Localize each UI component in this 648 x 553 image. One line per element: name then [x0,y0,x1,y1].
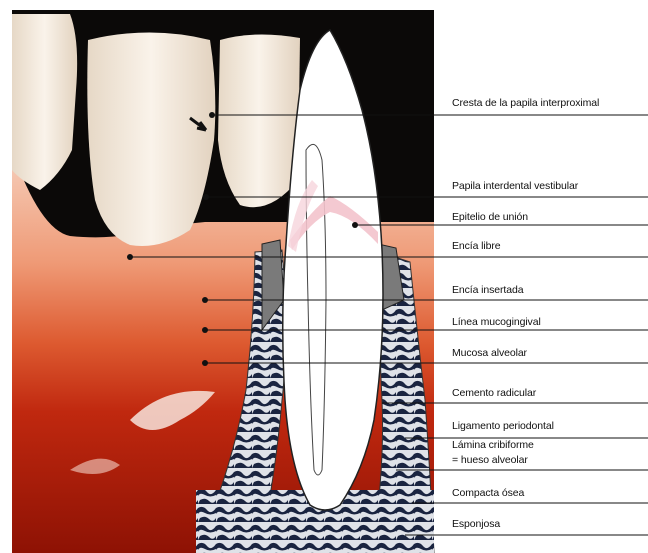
label-compact-bone: Compacta ósea [452,487,524,499]
central-tooth [87,33,215,247]
label-papilla-crest: Cresta de la papila interproximal [452,97,599,109]
right-tooth-photo [218,34,300,207]
label-attached-gingiva: Encía insertada [452,284,523,296]
label-spongy-bone: Esponjosa [452,518,500,530]
label-periodontal-ligament: Ligamento periodontal [452,420,554,432]
label-cribriform-plate: Lámina cribiforme [452,440,534,451]
label-vestibular-papilla: Papila interdental vestibular [452,180,578,192]
label-root-cementum: Cemento radicular [452,387,536,399]
label-free-gingiva: Encía libre [452,240,501,252]
label-alveolar-mucosa: Mucosa alveolar [452,347,527,359]
label-mucogingival-line: Línea mucogingival [452,316,541,328]
label-junctional-epithelium: Epitelio de unión [452,211,528,223]
label-alveolar-bone: = hueso alveolar [452,455,528,466]
